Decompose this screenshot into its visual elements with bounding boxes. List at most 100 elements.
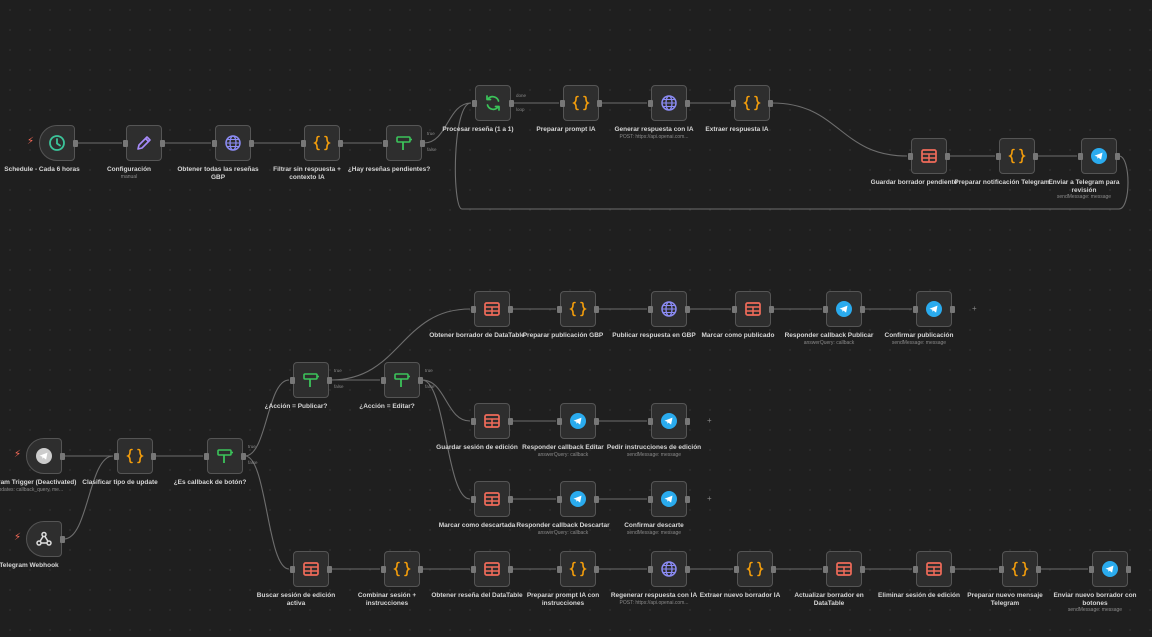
output-handle[interactable] xyxy=(769,306,774,313)
node-es-callback[interactable]: ¿Es callback de botón? xyxy=(174,438,246,486)
input-handle[interactable] xyxy=(212,140,217,147)
output-handle[interactable] xyxy=(327,566,332,573)
input-handle[interactable] xyxy=(648,566,653,573)
output-handle[interactable] xyxy=(249,140,254,147)
input-handle[interactable] xyxy=(913,566,918,573)
node-obtener-borrador[interactable]: Obtener borrador de DataTable xyxy=(429,291,525,339)
input-handle[interactable] xyxy=(557,496,562,503)
input-handle[interactable] xyxy=(648,306,653,313)
output-handle[interactable] xyxy=(418,566,423,573)
node-hay-resenas[interactable]: ¿Hay reseñas pendientes? xyxy=(348,125,430,173)
output-handle[interactable] xyxy=(338,140,343,147)
input-handle[interactable] xyxy=(471,496,476,503)
node-obtener-resena-dt[interactable]: Obtener reseña del DataTable xyxy=(431,551,523,599)
node-preparar-publicacion[interactable]: Preparar publicación GBP xyxy=(523,291,603,339)
input-handle[interactable] xyxy=(123,140,128,147)
node-accion-publicar[interactable]: ¿Acción = Publicar? xyxy=(265,362,332,410)
output-handle[interactable] xyxy=(950,566,955,573)
node-buscar-sesion[interactable]: Buscar sesión de edición activa xyxy=(257,551,335,607)
input-handle[interactable] xyxy=(381,377,386,384)
node-publicar-gbp[interactable]: Publicar respuesta en GBP xyxy=(612,291,696,339)
output-handle[interactable] xyxy=(685,418,690,425)
node-extraer-respuesta[interactable]: Extraer respuesta IA xyxy=(705,85,773,133)
output-handle[interactable] xyxy=(160,140,165,147)
input-handle[interactable] xyxy=(823,566,828,573)
connection-accion-publicar-to-obtener-borrador[interactable] xyxy=(330,308,471,381)
output-handle[interactable] xyxy=(151,453,156,460)
input-handle[interactable] xyxy=(648,418,653,425)
output-handle[interactable] xyxy=(1036,566,1041,573)
output-handle[interactable] xyxy=(1033,153,1038,160)
output-handle[interactable] xyxy=(509,100,514,107)
output-handle[interactable] xyxy=(1115,153,1120,160)
node-clasificar[interactable]: Clasificar tipo de update xyxy=(82,438,158,486)
output-handle[interactable] xyxy=(73,140,78,147)
output-handle[interactable] xyxy=(860,306,865,313)
input-handle[interactable] xyxy=(648,100,653,107)
node-procesar[interactable]: Procesar reseña (1 a 1) xyxy=(442,85,514,133)
output-handle[interactable] xyxy=(420,140,425,147)
input-handle[interactable] xyxy=(913,306,918,313)
connection-accion-editar-to-marcar-descartada[interactable] xyxy=(421,379,471,500)
node-schedule[interactable]: ⚡Schedule - Cada 6 horas xyxy=(4,125,80,173)
output-handle[interactable] xyxy=(508,306,513,313)
input-handle[interactable] xyxy=(560,100,565,107)
output-handle[interactable] xyxy=(60,536,65,543)
connection-telegram-webhook-to-clasificar[interactable] xyxy=(63,455,114,540)
node-guardar-sesion[interactable]: Guardar sesión de edición xyxy=(436,403,518,451)
node-filtrar[interactable]: Filtrar sin respuesta + contexto IA xyxy=(273,125,343,181)
input-handle[interactable] xyxy=(471,566,476,573)
input-handle[interactable] xyxy=(301,140,306,147)
input-handle[interactable] xyxy=(471,306,476,313)
input-handle[interactable] xyxy=(823,306,828,313)
node-guardar-borrador[interactable]: Guardar borrador pendiente xyxy=(871,138,957,186)
output-handle[interactable] xyxy=(685,566,690,573)
input-handle[interactable] xyxy=(996,153,1001,160)
input-handle[interactable] xyxy=(1089,566,1094,573)
output-handle[interactable] xyxy=(1126,566,1131,573)
output-handle[interactable] xyxy=(594,418,599,425)
input-handle[interactable] xyxy=(557,306,562,313)
node-telegram-webhook[interactable]: ⚡Telegram Webhook xyxy=(0,521,65,569)
add-node-button[interactable]: + xyxy=(707,494,712,503)
output-handle[interactable] xyxy=(685,496,690,503)
input-handle[interactable] xyxy=(383,140,388,147)
output-handle[interactable] xyxy=(327,377,332,384)
output-handle[interactable] xyxy=(594,306,599,313)
node-obtener-resenas[interactable]: Obtener todas las reseñas GBP xyxy=(177,125,259,181)
output-handle[interactable] xyxy=(60,453,65,460)
output-handle[interactable] xyxy=(418,377,423,384)
add-node-button[interactable]: + xyxy=(972,304,977,313)
input-handle[interactable] xyxy=(734,566,739,573)
input-handle[interactable] xyxy=(471,418,476,425)
output-handle[interactable] xyxy=(860,566,865,573)
node-preparar-prompt-instr[interactable]: Preparar prompt IA con instrucciones xyxy=(527,551,599,607)
input-handle[interactable] xyxy=(381,566,386,573)
input-handle[interactable] xyxy=(204,453,209,460)
output-handle[interactable] xyxy=(508,496,513,503)
input-handle[interactable] xyxy=(732,306,737,313)
node-combinar[interactable]: Combinar sesión + instrucciones xyxy=(358,551,423,607)
add-node-button[interactable]: + xyxy=(707,416,712,425)
input-handle[interactable] xyxy=(908,153,913,160)
input-handle[interactable] xyxy=(557,418,562,425)
connection-accion-editar-to-guardar-sesion[interactable] xyxy=(421,379,471,422)
node-preparar-prompt[interactable]: Preparar prompt IA xyxy=(536,85,602,133)
connection-es-callback-to-buscar-sesion[interactable] xyxy=(244,455,290,570)
input-handle[interactable] xyxy=(290,566,295,573)
output-handle[interactable] xyxy=(594,496,599,503)
node-preparar-nuevo-msg[interactable]: Preparar nuevo mensaje Telegram xyxy=(967,551,1043,607)
input-handle[interactable] xyxy=(1078,153,1083,160)
input-handle[interactable] xyxy=(731,100,736,107)
input-handle[interactable] xyxy=(472,100,477,107)
node-extraer-nuevo[interactable]: Extraer nuevo borrador IA xyxy=(700,551,780,599)
